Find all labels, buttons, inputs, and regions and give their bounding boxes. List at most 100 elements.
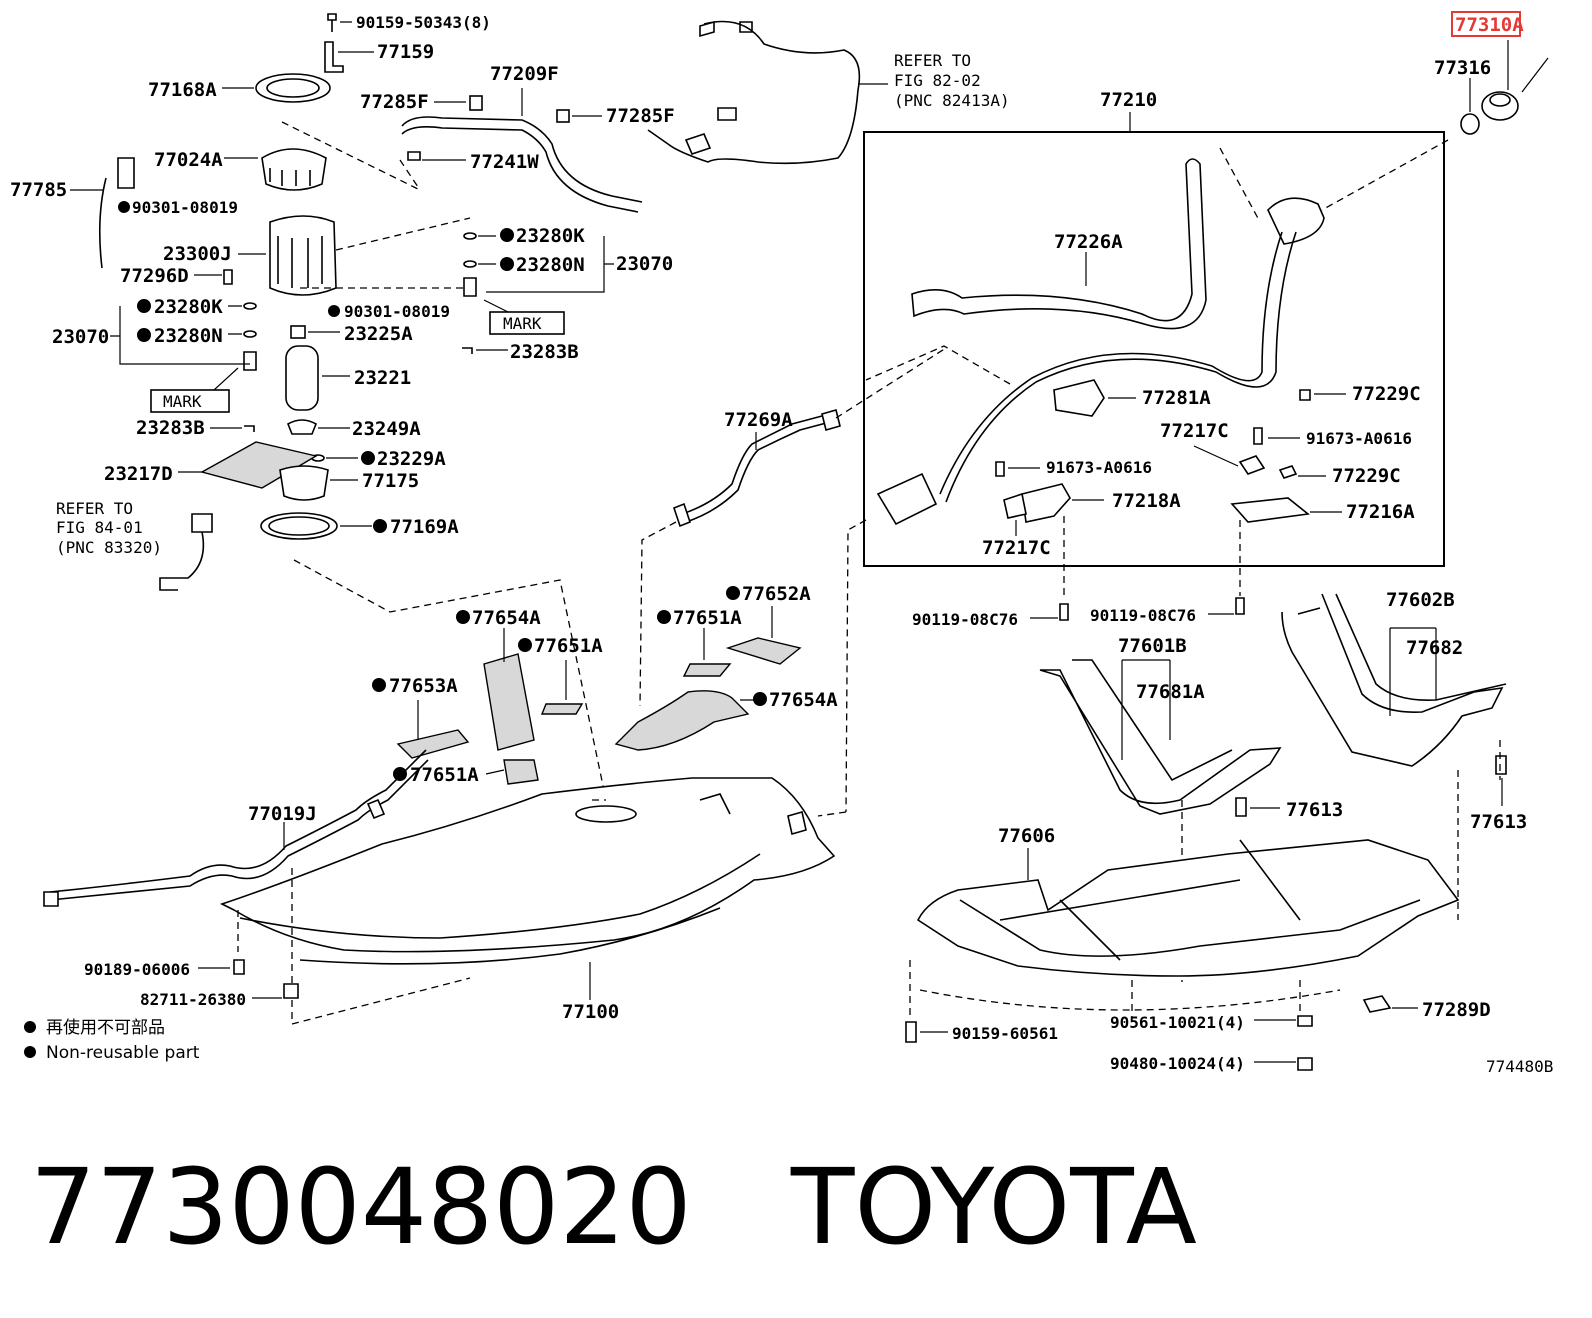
label-77296D: 77296D (120, 265, 189, 287)
part-82711 (283, 983, 299, 999)
filter-23221 (285, 345, 319, 411)
harness-84-01 (159, 513, 213, 591)
label-77209F: 77209F (490, 63, 559, 85)
label-refer-82-02-line3: (PNC 82413A) (894, 91, 1010, 110)
label-77285F-b: 77285F (606, 105, 675, 127)
pad-77653A (396, 729, 470, 759)
label-23280K-right: 23280K (516, 225, 585, 247)
regulator-23070-left (243, 351, 257, 371)
label-77168A: 77168A (148, 79, 217, 101)
label-23225A: 23225A (344, 323, 413, 345)
tube-77019J (43, 749, 429, 907)
label-77169A: 77169A (390, 516, 459, 538)
label-77216A: 77216A (1346, 501, 1415, 523)
label-77024A: 77024A (154, 149, 223, 171)
label-23300J: 23300J (163, 243, 232, 265)
clamp-77217C-a (1238, 455, 1266, 475)
label-77613-b: 77613 (1470, 811, 1527, 833)
label-77654A-a: 77654A (472, 607, 541, 629)
label-23283B-left: 23283B (136, 417, 205, 439)
label-91673-A0616-a: 91673-A0616 (1306, 429, 1412, 448)
label-77217C-a: 77217C (1160, 420, 1229, 442)
cup-77175 (279, 465, 329, 501)
bolt-91673-b (995, 461, 1005, 477)
label-77316: 77316 (1434, 57, 1491, 79)
label-77289D: 77289D (1422, 999, 1491, 1021)
clip-77289D (1362, 995, 1392, 1013)
legend-dot-jp (24, 1021, 36, 1033)
hose-77269A (681, 415, 823, 515)
label-figure-code: 774480B (1486, 1057, 1553, 1076)
label-90301-08019-a: 90301-08019 (132, 198, 238, 217)
label-77159: 77159 (377, 41, 434, 63)
bracket-77216A (1230, 497, 1310, 523)
label-77653A: 77653A (389, 675, 458, 697)
straps-group (905, 593, 1507, 1071)
legend: 再使用不可部品 Non-reusable part (24, 1017, 200, 1063)
pump-assembly-group (70, 13, 607, 801)
assembly-frame-77210 (863, 131, 1445, 567)
legend-dot-en (24, 1046, 36, 1058)
caption: 7730048020 TOYOTA (30, 1132, 1570, 1282)
label-23280N-left: 23280N (154, 325, 223, 347)
hose-77209F (399, 88, 643, 213)
part-23225A (290, 325, 306, 339)
label-refer-84-01-line2: FIG 84-01 (56, 518, 143, 537)
label-refer-82-02-line2: FIG 82-02 (894, 71, 981, 90)
bolts-77613 (1235, 755, 1507, 817)
label-refer-84-01-line1: REFER TO (56, 499, 133, 518)
label-77681A: 77681A (1136, 681, 1205, 703)
label-77241W: 77241W (470, 151, 539, 173)
label-90480-10024: 90480-10024(4) (1110, 1054, 1245, 1073)
label-23283B-right: 23283B (510, 341, 579, 363)
label-77651A-c: 77651A (410, 764, 479, 786)
label-23229A: 23229A (377, 448, 446, 470)
label-refer-82-02-line1: REFER TO (894, 51, 971, 70)
breather-tube-77226A (911, 158, 1207, 330)
pad-77651A-b (540, 703, 584, 715)
label-23070-left: 23070 (52, 326, 109, 348)
label-77229C-b: 77229C (1332, 465, 1401, 487)
label-77602B: 77602B (1386, 589, 1455, 611)
label-77100: 77100 (562, 1001, 619, 1023)
label-77606: 77606 (998, 825, 1055, 847)
label-23249A: 23249A (352, 418, 421, 440)
label-77654A-b: 77654A (769, 689, 838, 711)
label-77651A-a: 77651A (673, 607, 742, 629)
label-77285F-a: 77285F (360, 91, 429, 113)
bolts-90119 (1059, 597, 1245, 621)
skid-plate-77606 (916, 839, 1460, 977)
pad-77652A (725, 637, 802, 665)
label-90561-10021: 90561-10021(4) (1110, 1013, 1245, 1032)
pad-77654A-b (483, 653, 535, 751)
label-23221: 23221 (354, 367, 411, 389)
mark-box-right (489, 311, 565, 335)
screw-90159 (327, 13, 337, 32)
bracket-77281A (1053, 379, 1105, 417)
bottom-fasteners (905, 1015, 1313, 1071)
legend-en: Non-reusable part (46, 1043, 200, 1063)
label-77682: 77682 (1406, 637, 1463, 659)
label-23217D: 23217D (104, 463, 173, 485)
retainer-77024A (261, 148, 327, 191)
clip-77229C-b (1278, 465, 1298, 479)
bolt-90189 (233, 959, 245, 975)
gasket-77169A (260, 512, 338, 540)
part-77296D (223, 269, 233, 285)
label-77269A: 77269A (724, 409, 793, 431)
label-77175: 77175 (362, 470, 419, 492)
bracket-77159 (324, 41, 344, 73)
shields-group (396, 347, 947, 813)
caption-part-number: 7730048020 (30, 1146, 692, 1268)
label-90301-08019-b: 90301-08019 (344, 302, 450, 321)
filler-neck (1267, 197, 1325, 245)
regulator-23070-right (462, 232, 614, 354)
label-23280K-left: 23280K (154, 296, 223, 318)
filler-pipe-assembly (863, 35, 1549, 621)
label-77281A: 77281A (1142, 387, 1211, 409)
label-90119-08C76-b: 90119-08C76 (1090, 606, 1196, 625)
harness-82-02 (647, 20, 888, 165)
filler-hose-end (876, 472, 938, 526)
label-77310A: 77310A (1455, 14, 1524, 36)
highlight-box-77310A (1451, 11, 1521, 37)
